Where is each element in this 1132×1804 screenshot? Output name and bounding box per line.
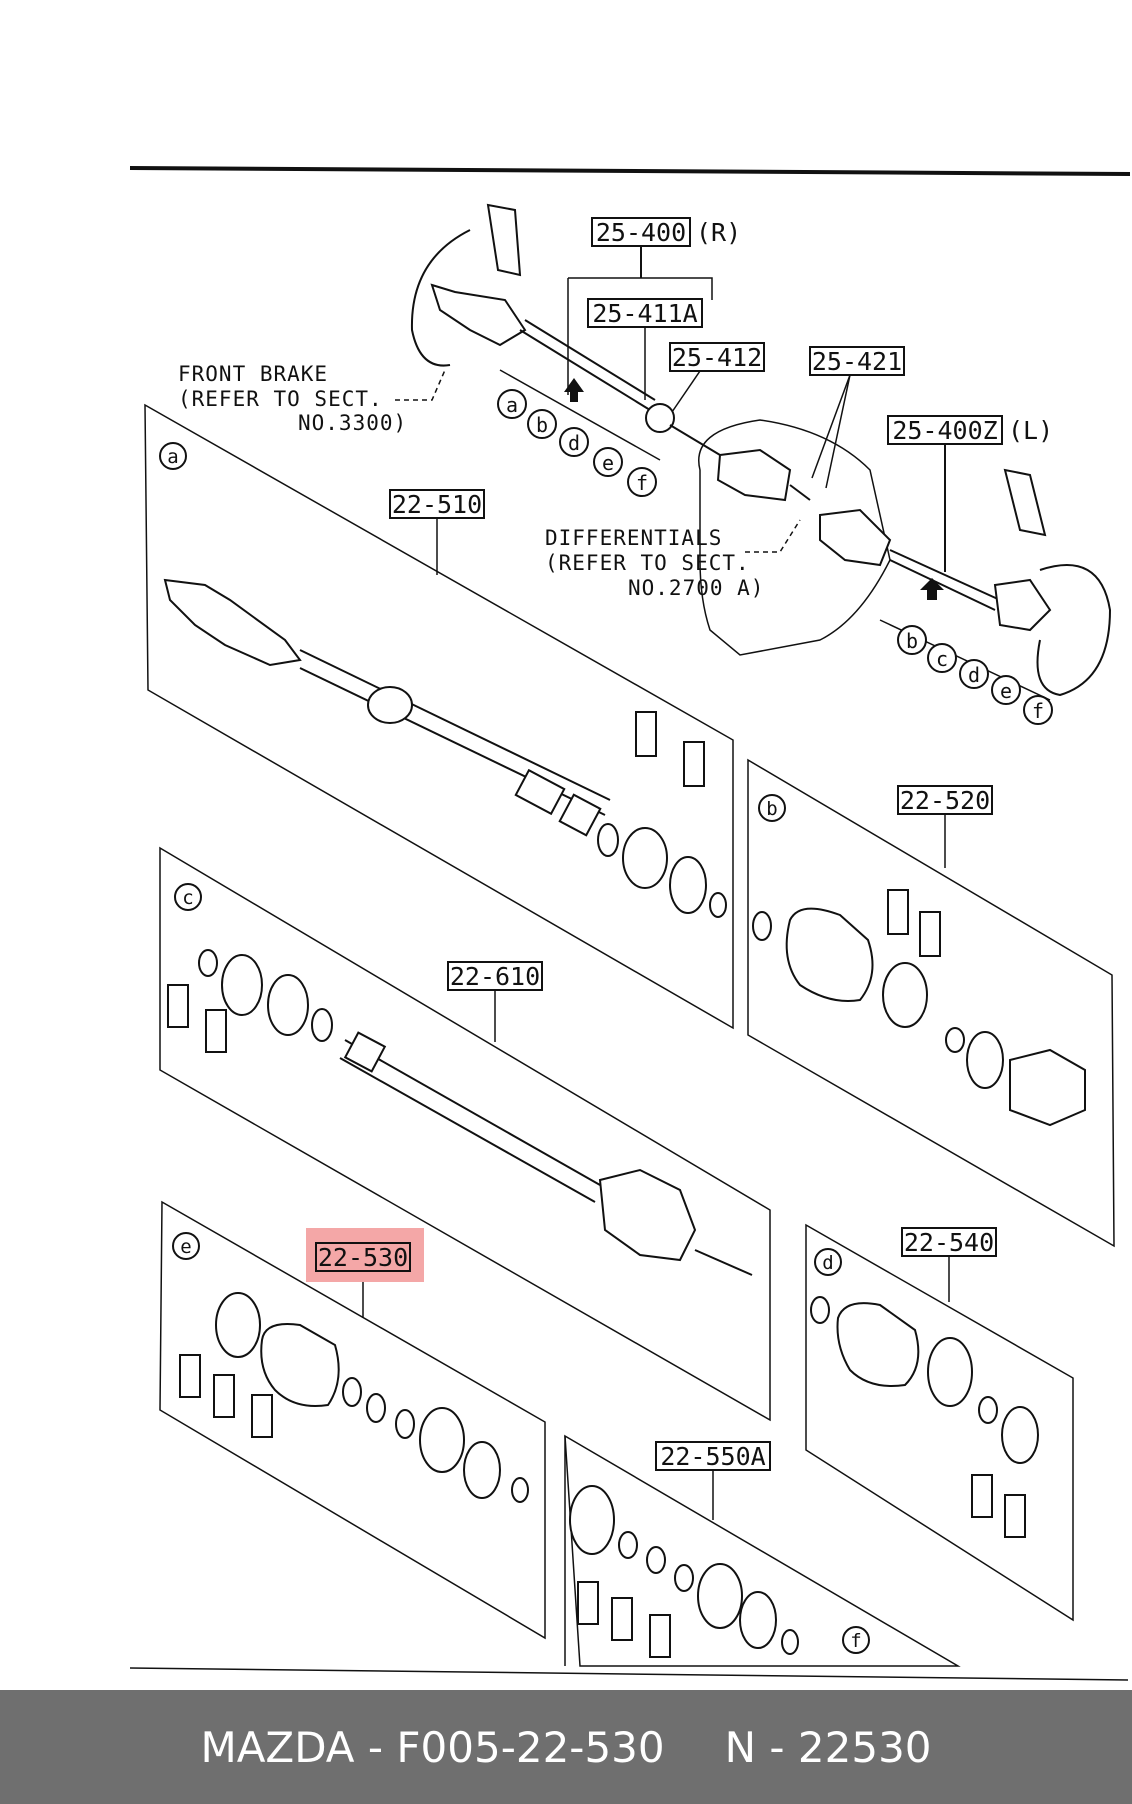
callout-22-610[interactable]: 22-610 (447, 961, 543, 1042)
panel-f: f (564, 1434, 961, 1667)
svg-text:f: f (636, 471, 648, 495)
frame-top-line (129, 166, 1131, 176)
panel-d: d (805, 1223, 1074, 1622)
svg-text:d: d (822, 1252, 833, 1274)
svg-text:e: e (1000, 679, 1012, 703)
callout-22-520[interactable]: 22-520 (897, 785, 993, 868)
svg-text:b: b (766, 798, 777, 820)
panel-b: b (747, 758, 1115, 1248)
svg-text:a: a (506, 393, 518, 417)
svg-text:22-510: 22-510 (392, 490, 482, 519)
svg-text:22-550A: 22-550A (660, 1442, 765, 1471)
svg-text:25-411A: 25-411A (592, 299, 697, 328)
footer-catalog-number: N - 22530 (724, 1722, 932, 1772)
svg-text:(R): (R) (696, 218, 741, 247)
exploded-view-drawing: a b d e f b c d e f 25-400 (R) 25-411A 2… (129, 166, 1131, 1681)
svg-text:22-530: 22-530 (318, 1243, 408, 1272)
svg-text:a: a (167, 446, 178, 468)
overview-letters-right: a b d e f (497, 389, 657, 497)
callout-25-400z[interactable]: 25-400Z (L) (887, 415, 1053, 572)
callout-25-400[interactable]: 25-400 (R) (567, 217, 741, 395)
svg-text:22-520: 22-520 (900, 786, 990, 815)
svg-text:25-400Z: 25-400Z (892, 416, 997, 445)
highlight-22-530 (306, 1228, 424, 1282)
svg-text:b: b (906, 629, 918, 653)
callout-25-421[interactable]: 25-421 (809, 346, 905, 489)
svg-text:FRONT BRAKE: FRONT BRAKE (178, 362, 328, 386)
note-front-brake: FRONT BRAKE (REFER TO SECT. NO.3300) (178, 362, 446, 435)
svg-text:e: e (602, 451, 614, 475)
svg-text:22-610: 22-610 (450, 962, 540, 991)
callout-25-412[interactable]: 25-412 (669, 342, 765, 413)
callout-22-550a[interactable]: 22-550A (655, 1441, 771, 1520)
footer-part-number: MAZDA - F005-22-530 (200, 1722, 665, 1772)
svg-text:DIFFERENTIALS: DIFFERENTIALS (545, 526, 722, 550)
panel-e: e (159, 1200, 546, 1640)
callout-22-510[interactable]: 22-510 (389, 489, 485, 575)
svg-text:f: f (850, 1630, 861, 1652)
part-number-footer: MAZDA - F005-22-530 N - 22530 (0, 1690, 1132, 1804)
svg-text:22-540: 22-540 (904, 1228, 994, 1257)
callout-22-540[interactable]: 22-540 (901, 1227, 997, 1302)
svg-text:(L): (L) (1008, 416, 1053, 445)
svg-text:NO.3300): NO.3300) (298, 411, 407, 435)
svg-text:25-412: 25-412 (672, 343, 762, 372)
svg-text:25-400: 25-400 (596, 218, 686, 247)
svg-text:d: d (568, 431, 580, 455)
panel-a: a (144, 403, 734, 1030)
overview-letters-left: b c d e f (897, 625, 1053, 725)
svg-text:e: e (180, 1236, 191, 1258)
svg-text:(REFER TO SECT.: (REFER TO SECT. (545, 551, 750, 575)
svg-text:c: c (936, 647, 948, 671)
svg-text:25-421: 25-421 (812, 347, 902, 376)
callout-25-411a[interactable]: 25-411A (587, 298, 703, 400)
svg-text:(REFER TO SECT.: (REFER TO SECT. (178, 387, 383, 411)
svg-text:NO.2700 A): NO.2700 A) (628, 576, 764, 600)
svg-text:c: c (182, 887, 193, 909)
callout-22-530[interactable]: 22-530 (306, 1228, 424, 1318)
svg-text:b: b (536, 413, 548, 437)
svg-text:f: f (1032, 699, 1044, 723)
note-differentials: DIFFERENTIALS (REFER TO SECT. NO.2700 A) (545, 519, 801, 600)
panel-c: c (159, 846, 771, 1422)
frame-bottom-line (129, 1667, 1129, 1681)
overview-assembly (410, 203, 1112, 701)
svg-text:d: d (968, 663, 980, 687)
